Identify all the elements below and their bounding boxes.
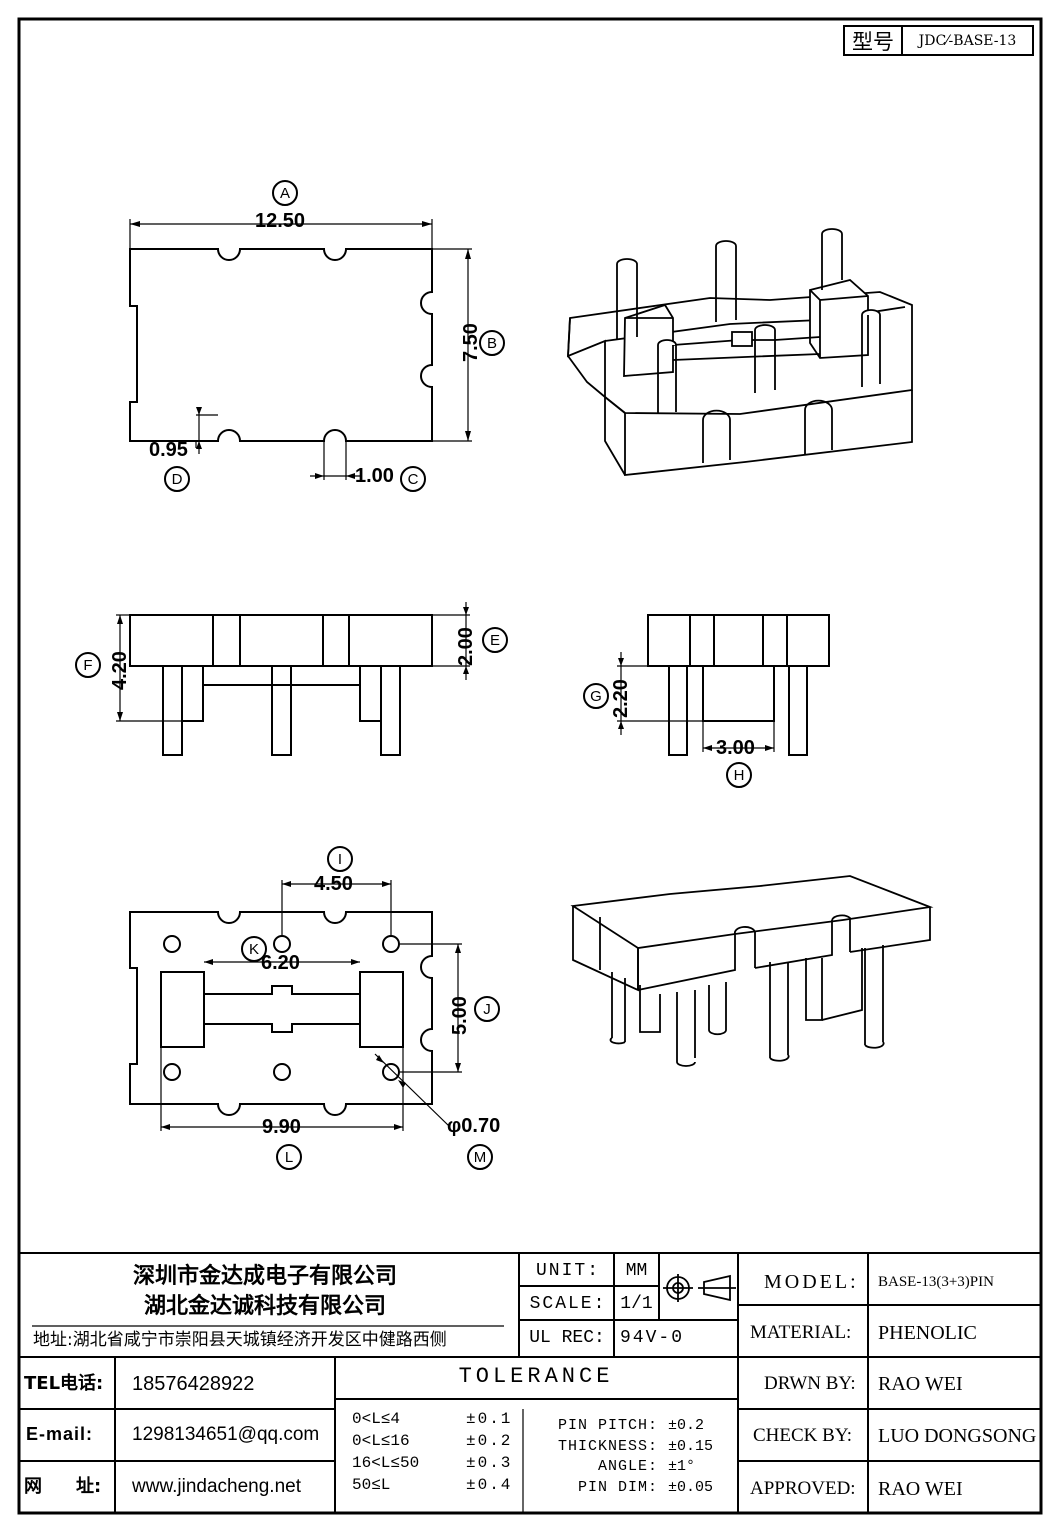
email-label: E-mail: — [26, 1424, 94, 1444]
projection-symbol-icon — [663, 1274, 736, 1302]
isometric-view-top — [567, 228, 913, 477]
tel-value: 18576428922 — [132, 1373, 255, 1395]
material-value: PHENOLIC — [878, 1322, 977, 1344]
dim-g-value: 2.20 — [610, 679, 632, 718]
dim-e-value: 2.00 — [455, 627, 477, 666]
drawing-code-value: JDC⁄-BASE-13 — [918, 32, 1017, 49]
dim-k-value: 6.20 — [261, 952, 300, 974]
scale-label: SCALE: — [529, 1294, 607, 1314]
spec-label: THICKNESS: — [557, 1438, 658, 1455]
dim-c-value: 1.00 — [355, 465, 394, 487]
spec-value: ±0.15 — [668, 1438, 714, 1455]
top-view — [129, 219, 472, 480]
dim-j-value: 5.00 — [449, 996, 471, 1035]
dim-m-value: φ0.70 — [447, 1115, 501, 1137]
approved-label: APPROVED: — [750, 1478, 856, 1499]
isometric-view-bottom — [570, 875, 934, 1067]
spec-value: ±0.05 — [668, 1479, 714, 1496]
spec-label: PIN PITCH: — [557, 1417, 658, 1434]
title-block-lines — [19, 1252, 1041, 1513]
check-by-label: CHECK BY: — [753, 1425, 853, 1446]
spec-value: ±1° — [668, 1458, 696, 1475]
dim-f-letter: F — [75, 652, 101, 678]
company-address: 地址:湖北省咸宁市崇阳县天城镇经济开发区中健路西侧 — [33, 1330, 447, 1350]
dim-i-letter: I — [327, 846, 353, 872]
tolerance-value: ±0.3 — [466, 1454, 513, 1472]
dim-e-letter: E — [482, 627, 508, 653]
dim-f-value: 4.20 — [109, 651, 131, 690]
drawing-code-box: 型号 JDC⁄-BASE-13 — [843, 25, 1034, 56]
model-value: BASE-13(3+3)PIN — [878, 1274, 994, 1290]
front-view — [116, 602, 470, 756]
tolerance-range: 0<L≤4 — [352, 1410, 401, 1428]
material-label: MATERIAL: — [750, 1322, 852, 1343]
sheet-border — [17, 17, 1043, 1515]
dim-d-letter: D — [164, 466, 190, 492]
dim-b-letter: B — [479, 330, 505, 356]
bottom-view — [129, 880, 462, 1131]
drawn-by-label: DRWN BY: — [764, 1373, 856, 1394]
dim-k-letter: K — [241, 936, 267, 962]
model-label: MODEL: — [764, 1271, 859, 1293]
drawn-by-value: RAO WEI — [878, 1373, 963, 1395]
web-value: www.jindacheng.net — [132, 1476, 301, 1497]
dim-h-letter: H — [726, 762, 752, 788]
ul-rec-label: UL REC: — [529, 1328, 605, 1348]
tolerance-value: ±0.2 — [466, 1432, 513, 1450]
dim-a-letter: A — [272, 180, 298, 206]
drawing-code-label: 型号 — [845, 27, 903, 54]
dim-l-letter: L — [276, 1144, 302, 1170]
email-value: 1298134651@qq.com — [132, 1424, 320, 1445]
unit-label: UNIT: — [535, 1261, 600, 1281]
dim-a-value: 12.50 — [255, 210, 306, 232]
tolerance-value: ±0.1 — [466, 1410, 513, 1428]
web-label-2: 址: — [76, 1476, 102, 1497]
tolerance-range: 16<L≤50 — [352, 1454, 420, 1472]
dim-m-letter: M — [467, 1144, 493, 1170]
check-by-value: LUO DONGSONG — [878, 1425, 1037, 1447]
side-view — [617, 614, 830, 756]
spec-value: ±0.2 — [668, 1417, 705, 1434]
dim-c-letter: C — [400, 466, 426, 492]
tolerance-range: 50≤L — [352, 1476, 391, 1494]
tel-label: TEL电话: — [24, 1373, 104, 1394]
dim-d-value: 0.95 — [149, 439, 188, 461]
spec-label: ANGLE: — [597, 1458, 658, 1475]
scale-value: 1/1 — [620, 1294, 653, 1314]
company-name-1: 深圳市金达成电子有限公司 — [132, 1264, 397, 1289]
dim-g-letter: G — [583, 683, 609, 709]
dim-h-value: 3.00 — [716, 737, 755, 759]
approved-value: RAO WEI — [878, 1478, 963, 1500]
dim-j-letter: J — [474, 996, 500, 1022]
ul-rec-value: 94V-0 — [620, 1328, 685, 1348]
unit-value: MM — [625, 1261, 648, 1281]
tolerance-title: TOLERANCE — [458, 1364, 614, 1389]
dim-i-value: 4.50 — [314, 873, 353, 895]
dim-l-value: 9.90 — [262, 1116, 301, 1138]
spec-label: PIN DIM: — [577, 1479, 658, 1496]
dim-b-value: 7.50 — [460, 323, 482, 362]
tolerance-range: 0<L≤16 — [352, 1432, 410, 1450]
tolerance-value: ±0.4 — [466, 1476, 513, 1494]
web-label-1: 网 — [24, 1476, 42, 1497]
company-name-2: 湖北金达诚科技有限公司 — [143, 1294, 386, 1319]
